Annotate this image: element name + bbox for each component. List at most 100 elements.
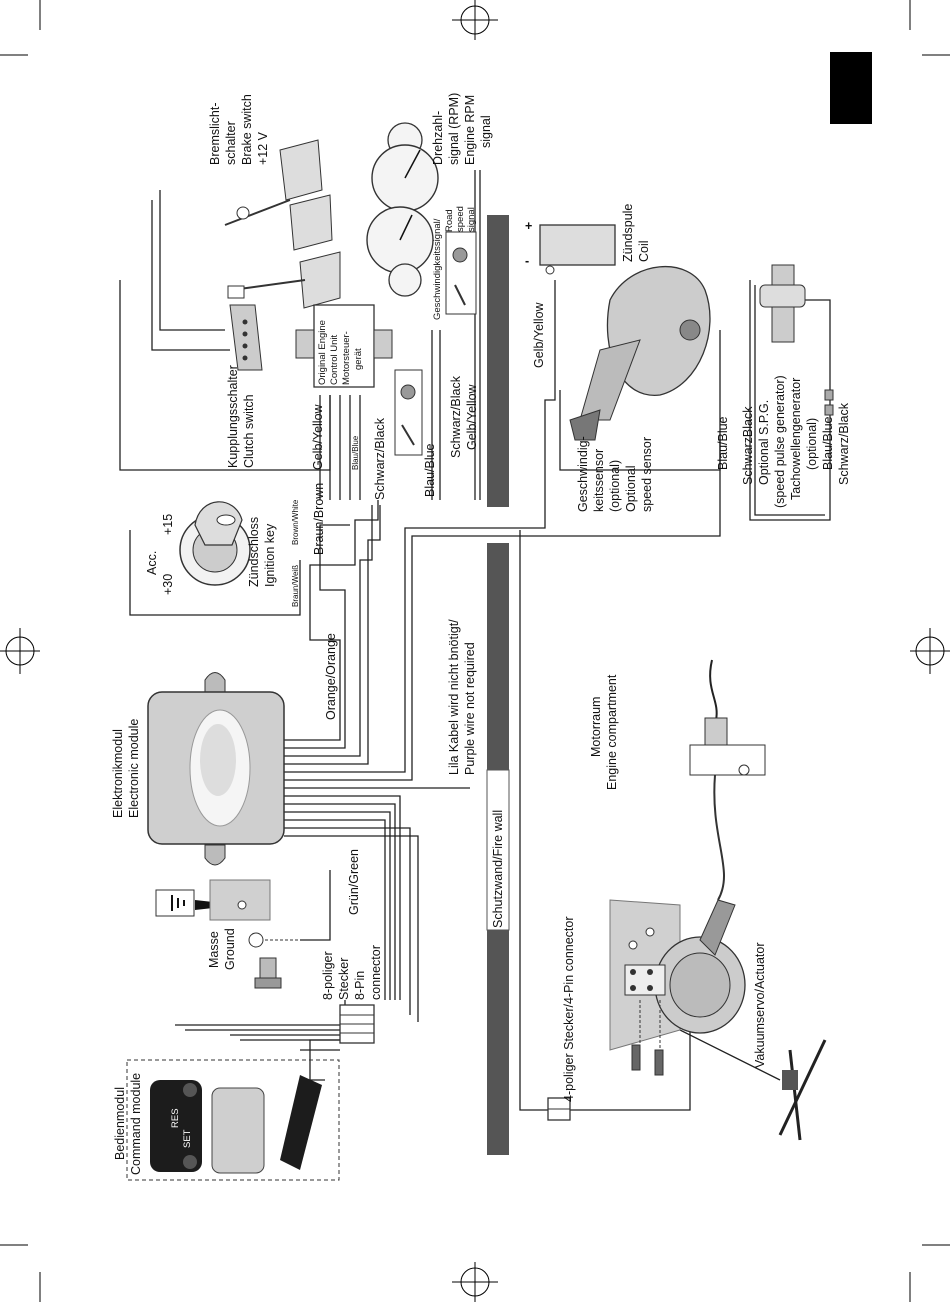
label-ecu-3: Motorsteuer-	[341, 331, 352, 385]
label-spg-4: Tachowellengenerator	[789, 378, 803, 500]
ignition-coil: + -	[525, 219, 616, 275]
original-ecu	[295, 304, 393, 388]
label-plus15: +15	[161, 514, 175, 535]
label-brake-switch: Brake switch	[240, 94, 254, 165]
label-ecu-2: Control Unit	[329, 334, 340, 385]
label-drehzahl: Drehzahl-	[431, 111, 445, 165]
label-zuendschloss: Zündschloss	[247, 517, 261, 587]
label-engine-rpm: Engine RPM	[463, 95, 477, 165]
registration-mark-right	[910, 628, 950, 674]
svg-text:+: +	[525, 219, 532, 233]
label-spg-3: (speed pulse generator)	[773, 375, 787, 508]
label-plus30: +30	[161, 574, 175, 595]
label-coil: Coil	[637, 240, 651, 262]
label-12v: +12 V	[256, 131, 270, 165]
ground-symbol	[155, 879, 271, 921]
vacuum-actuator	[609, 899, 746, 1076]
label-ignition-key: Ignition key	[263, 523, 277, 587]
label-road-2: speed	[455, 206, 466, 232]
label-elektronikmodul: Elektronikmodul	[111, 729, 125, 818]
label-road: Road	[444, 209, 455, 232]
four-pin-connector	[547, 1097, 571, 1121]
label-geschw-sensor-3: (optional)	[608, 460, 622, 512]
label-firewall: Schutzwand/Fire wall	[491, 810, 505, 928]
label-ground: Ground	[223, 928, 237, 970]
label-purple: Purple wire not required	[463, 642, 477, 775]
electronic-module	[147, 672, 285, 866]
command-module	[126, 1059, 340, 1181]
label-geschw-sensor-2: keitssensor	[592, 449, 606, 512]
label-stecker-2: Stecker	[337, 958, 351, 1000]
label-gelb-yellow-coil: Gelb/Yellow	[532, 301, 546, 368]
label-engine-rpm-2: signal	[479, 115, 493, 148]
engine-side-bar	[487, 215, 509, 507]
registration-mark-bottom	[452, 1262, 498, 1302]
label-spg-6: Blau/Blue	[821, 416, 835, 470]
tool-box-mid	[394, 369, 423, 456]
label-spg-7: Schwarz/Black	[837, 402, 851, 485]
label-stecker: 8-poliger	[321, 951, 335, 1000]
labels: Bremslicht- schalter Brake switch +12 V …	[111, 93, 851, 1175]
pedals	[224, 139, 341, 309]
svg-text:-: -	[525, 254, 529, 268]
label-bedienmodul: Bedienmodul	[113, 1087, 127, 1160]
label-motorraum: Motorraum	[589, 697, 603, 757]
label-masse: Masse	[207, 931, 221, 968]
label-gelb-yellow-rpm: Gelb/Yellow	[465, 383, 479, 450]
label-spg-5: (optional)	[805, 418, 819, 470]
label-geschw-sensor-4: Optional	[624, 465, 638, 512]
gearbox	[569, 266, 711, 441]
label-braun-brown: Braun/Brown	[312, 483, 326, 555]
label-schwarz-black-rpm: Schwarz/Black	[449, 375, 463, 458]
corner-tab	[830, 52, 872, 124]
label-vakuum: Vakuumservo/Actuator	[753, 942, 767, 1068]
label-stecker-4: connector	[369, 945, 383, 1000]
label-geschw-sensor-5: speed sensor	[640, 437, 654, 512]
label-four-pin: 4-poliger Stecker/4-Pin connector	[562, 916, 576, 1102]
label-blau-blue-sensor: Blau/Blue	[716, 416, 730, 470]
label-stecker-3: 8-Pin	[353, 971, 367, 1000]
ignition-switch	[179, 501, 251, 586]
label-ecu: Original Engine	[317, 320, 328, 385]
fire-wall-label-box	[486, 769, 510, 931]
label-blau-blue-small: Blau/Blue	[351, 435, 360, 470]
label-blau-blue-ecu: Blau/Blue	[423, 443, 437, 497]
label-gelb-yellow-ecu: Gelb/Yellow	[311, 403, 325, 470]
wiring	[119, 170, 831, 1111]
label-engine-compartment: Engine compartment	[605, 674, 619, 790]
label-schwarz-black-ecu: Schwarz/Black	[373, 417, 387, 500]
label-ecu-4: gerät	[353, 348, 364, 370]
registration-mark-left	[0, 628, 40, 674]
vacuum-hose	[778, 1039, 827, 1141]
eight-pin-connector	[339, 1004, 375, 1044]
label-gruen: Grün/Green	[347, 849, 361, 915]
label-zuendspule: Zündspule	[621, 204, 635, 262]
throttle-mechanism	[689, 659, 766, 901]
label-set: SET	[182, 1129, 193, 1148]
label-lila: Lila Kabel wird nicht bnötigt/	[447, 619, 461, 775]
label-drehzahl-2: signal (RPM)	[447, 93, 461, 165]
label-acc: Acc.	[145, 551, 159, 575]
label-kupplung: Kupplungsschalter	[226, 365, 240, 468]
label-electronic-module: Electronic module	[127, 719, 141, 818]
ground-bolt	[248, 932, 282, 989]
label-bremslicht-2: schalter	[224, 121, 238, 165]
label-braun-weiss: Braun/Weiß	[291, 565, 300, 607]
label-geschw-signal: Geschwindigkeitssignal/	[432, 218, 443, 320]
label-geschw-sensor: Geschwindig-	[576, 436, 590, 512]
label-road-3: signal	[466, 207, 477, 232]
label-orange: Orange/Orange	[324, 633, 338, 720]
gauges	[366, 122, 439, 297]
label-spg-2: Optional S.P.G.	[757, 400, 771, 485]
speed-pulse-generator	[759, 264, 834, 416]
label-spg: SchwarzBlack	[741, 406, 755, 485]
label-bremslicht: Bremslicht-	[208, 102, 222, 165]
label-res: RES	[170, 1108, 181, 1128]
label-clutch-switch: Clutch switch	[242, 394, 256, 468]
clutch-switch	[229, 304, 263, 371]
label-brown-white: Brown/White	[291, 499, 300, 545]
registration-mark-top	[452, 0, 498, 40]
label-command-module: Command module	[129, 1073, 143, 1175]
